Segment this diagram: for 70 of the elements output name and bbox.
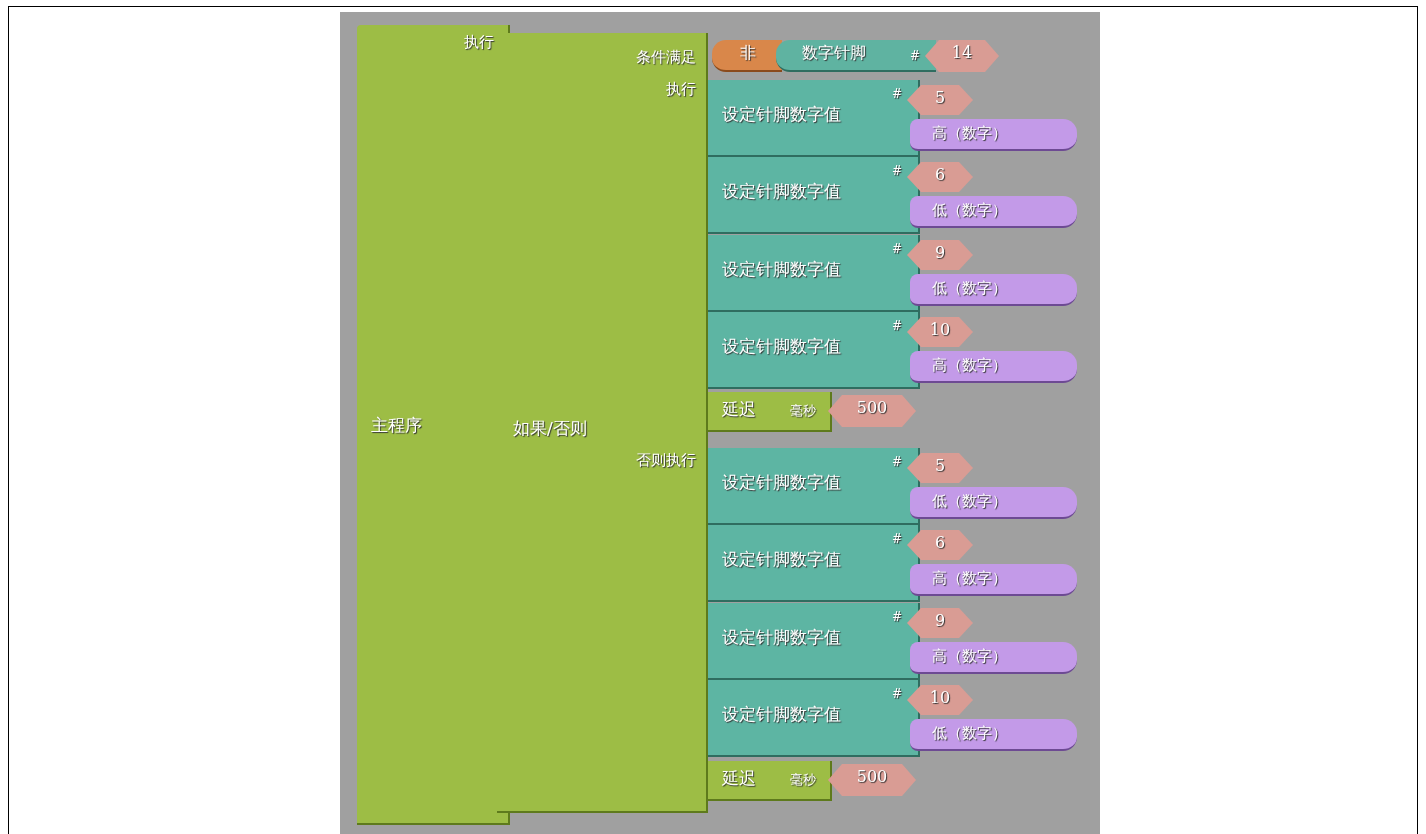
field-label: # [891, 688, 902, 700]
delay-block [708, 392, 832, 432]
value-block [910, 196, 1077, 228]
field-label: # [891, 88, 902, 100]
block-label: 5 [933, 458, 947, 474]
block-label: 500 [855, 400, 889, 416]
field-label: 毫秒 [790, 404, 816, 417]
set-pin-block [708, 448, 920, 525]
value-block [910, 719, 1077, 751]
block-label: 设定针脚数字值 [722, 629, 841, 646]
block-label: 14 [950, 45, 974, 61]
not-block [712, 40, 782, 72]
field-label: # [891, 533, 902, 545]
block-label: 如果/否则 [513, 420, 587, 437]
set-pin-block [708, 603, 920, 680]
block-label: 高（数字） [932, 571, 1007, 586]
field-label: 毫秒 [790, 773, 816, 786]
block-label: 主程序 [371, 417, 422, 434]
value-block [910, 487, 1077, 519]
field-label: 执行 [464, 35, 494, 50]
block-label: 6 [933, 167, 947, 183]
block-label: 高（数字） [932, 649, 1007, 664]
field-label: 条件满足 [636, 50, 696, 65]
main-program-block [357, 25, 510, 825]
set-pin-block [708, 235, 920, 312]
field-label: 执行 [666, 82, 696, 97]
value-block [910, 274, 1077, 306]
value-block [910, 119, 1077, 151]
field-label: # [891, 320, 902, 332]
block-label: 500 [855, 769, 889, 785]
block-label: 设定针脚数字值 [722, 474, 841, 491]
block-label: 设定针脚数字值 [722, 183, 841, 200]
block-label: 设定针脚数字值 [722, 106, 841, 123]
digital-pin-block [776, 40, 936, 72]
block-label: 低（数字） [932, 203, 1007, 218]
value-block [910, 564, 1077, 596]
block-label: 数字针脚 [802, 45, 866, 61]
block-label: 6 [933, 535, 947, 551]
value-block [910, 351, 1077, 383]
block-label: 高（数字） [932, 126, 1007, 141]
set-pin-block [708, 312, 920, 389]
block-label: 低（数字） [932, 494, 1007, 509]
block-label: 设定针脚数字值 [722, 706, 841, 723]
if-else-block [497, 33, 708, 813]
block-label: 延迟 [722, 401, 756, 418]
field-label: # [909, 50, 920, 62]
block-label: 9 [933, 245, 947, 261]
field-label: # [891, 456, 902, 468]
block-label: 设定针脚数字值 [722, 338, 841, 355]
field-label: # [891, 611, 902, 623]
block-label: 高（数字） [932, 358, 1007, 373]
value-block [910, 642, 1077, 674]
field-label: 否则执行 [636, 453, 696, 468]
block-label: 非 [740, 45, 756, 61]
block-label: 低（数字） [932, 281, 1007, 296]
field-label: # [891, 243, 902, 255]
block-label: 10 [928, 322, 952, 338]
set-pin-block [708, 157, 920, 234]
block-label: 9 [933, 613, 947, 629]
set-pin-block [708, 525, 920, 602]
block-label: 设定针脚数字值 [722, 261, 841, 278]
set-pin-block [708, 680, 920, 757]
block-label: 10 [928, 690, 952, 706]
set-pin-block [708, 80, 920, 157]
block-label: 5 [933, 90, 947, 106]
block-label: 低（数字） [932, 726, 1007, 741]
block-label: 延迟 [722, 770, 756, 787]
delay-block [708, 761, 832, 801]
block-label: 设定针脚数字值 [722, 551, 841, 568]
field-label: # [891, 165, 902, 177]
